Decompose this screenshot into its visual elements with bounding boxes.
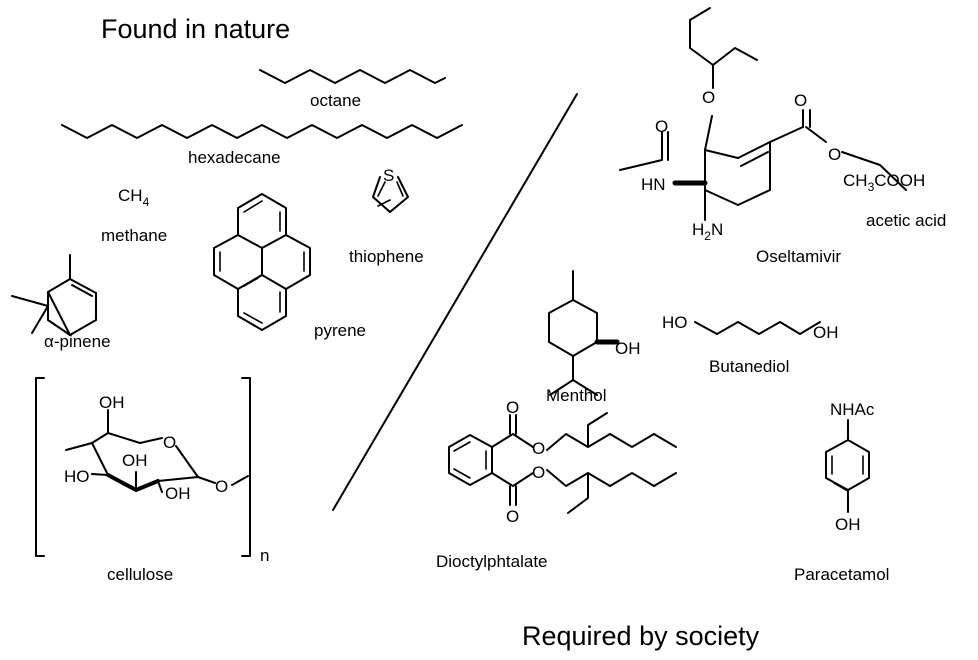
svg-text:H2N: H2N xyxy=(692,220,723,243)
oseltamivir-ester-o: O xyxy=(828,145,841,164)
oseltamivir-ether-o: O xyxy=(702,88,715,107)
menthol-structure xyxy=(548,270,620,396)
pyrene-structure xyxy=(213,193,311,331)
pinene-structure xyxy=(11,254,97,336)
oseltamivir-nh2: H2N xyxy=(692,220,723,243)
butanediol-ho: HO xyxy=(662,313,688,332)
paracetamol-label: Paracetamol xyxy=(794,565,889,584)
menthol-label: Menthol xyxy=(546,386,606,405)
cellulose-oh-low: OH xyxy=(165,484,191,503)
butanediol-label: Butanediol xyxy=(709,357,789,376)
acetic-acid-label: acetic acid xyxy=(866,211,946,230)
dioctyl-o-bottom: O xyxy=(506,507,519,526)
oseltamivir-carbonyl-o: O xyxy=(655,117,668,136)
heading-found-in-nature: Found in nature xyxy=(101,14,290,44)
cellulose-ring-o: O xyxy=(163,433,176,452)
acetic-acid-formula: CH3COOH xyxy=(843,171,925,194)
paracetamol-oh: OH xyxy=(835,515,861,534)
hexadecane-label: hexadecane xyxy=(188,148,281,167)
cellulose-ho: HO xyxy=(64,467,90,486)
paracetamol-nhac: NHAc xyxy=(830,400,875,419)
svg-text:CH4: CH4 xyxy=(118,186,150,209)
butanediol-structure xyxy=(694,321,821,335)
pyrene-label: pyrene xyxy=(314,321,366,340)
menthol-oh: OH xyxy=(615,339,641,358)
octane-label: octane xyxy=(310,91,361,110)
oseltamivir-hn: HN xyxy=(641,175,666,194)
dioctylphthalate-structure xyxy=(448,412,677,514)
octane-structure xyxy=(259,69,446,84)
pinene-label: α-pinene xyxy=(44,332,111,351)
oseltamivir-label: Oseltamivir xyxy=(756,247,841,266)
methane-label: methane xyxy=(101,226,167,245)
methane-formula: CH4 xyxy=(118,186,150,209)
dioctyl-o-top: O xyxy=(506,398,519,417)
cellulose-structure xyxy=(65,409,249,493)
divider-line xyxy=(332,93,578,511)
cellulose-label: cellulose xyxy=(107,565,173,584)
paracetamol-structure xyxy=(825,419,870,513)
heading-required-by-society: Required by society xyxy=(522,621,760,651)
svg-text:CH3COOH: CH3COOH xyxy=(843,171,925,194)
dioctyl-o-ester-top: O xyxy=(532,439,545,458)
oseltamivir-ester-carbonyl-o: O xyxy=(794,91,807,110)
thiophene-structure xyxy=(372,176,409,213)
cellulose-brackets xyxy=(35,377,251,557)
cellulose-n: n xyxy=(260,546,269,565)
thiophene-label: thiophene xyxy=(349,247,424,266)
thiophene-sulfur: S xyxy=(383,166,394,185)
cellulose-oh-mid: OH xyxy=(122,451,148,470)
hexadecane-structure xyxy=(61,124,463,139)
oseltamivir-structure xyxy=(619,7,907,221)
cellulose-oh-top: OH xyxy=(99,393,125,412)
dioctyl-o-ester-bottom: O xyxy=(532,463,545,482)
butanediol-oh: OH xyxy=(813,323,839,342)
dioctylphthalate-label: Dioctylphtalate xyxy=(436,552,548,571)
cellulose-glycosidic-o: O xyxy=(215,477,228,496)
